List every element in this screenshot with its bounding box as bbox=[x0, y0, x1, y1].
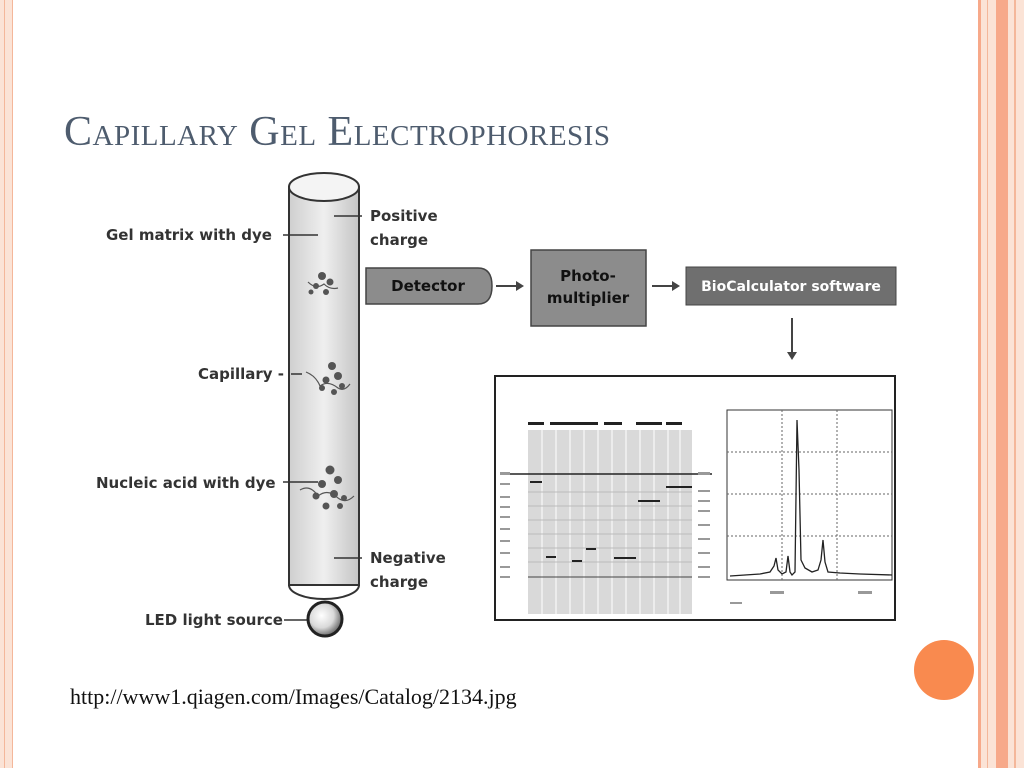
arrow-pm-to-software bbox=[652, 281, 680, 291]
biocalculator-label: BioCalculator software bbox=[701, 279, 881, 295]
slide-right-border bbox=[978, 0, 1024, 768]
led-light-icon bbox=[306, 600, 344, 638]
molecule-cluster-middle bbox=[305, 362, 351, 395]
label-negative-line1: Negative bbox=[370, 549, 446, 567]
electropherogram-plot bbox=[726, 409, 893, 604]
photomultiplier-label-line1: Photo- bbox=[560, 267, 616, 285]
slide-title: Capillary Gel Electrophoresis bbox=[64, 109, 611, 155]
molecule-cluster-bottom bbox=[299, 465, 355, 510]
molecule-cluster-top bbox=[307, 272, 339, 295]
photomultiplier-label-line2: multiplier bbox=[547, 289, 630, 307]
label-nucleic-acid: Nucleic acid with dye bbox=[96, 474, 276, 492]
image-source-caption: http://www1.qiagen.com/Images/Catalog/21… bbox=[70, 684, 517, 709]
slide-left-border bbox=[0, 0, 13, 768]
label-positive-line2: charge bbox=[370, 231, 428, 249]
output-panel bbox=[494, 375, 896, 621]
detector-box: Detector bbox=[365, 267, 493, 305]
photomultiplier-box: Photo- multiplier bbox=[530, 249, 647, 327]
gel-image bbox=[500, 422, 712, 614]
detector-label: Detector bbox=[391, 277, 465, 295]
arrow-down-to-output bbox=[787, 318, 797, 360]
label-capillary: Capillary - bbox=[198, 365, 284, 383]
decorative-orange-circle bbox=[914, 640, 974, 700]
label-gel-matrix: Gel matrix with dye bbox=[106, 226, 272, 244]
arrow-detector-to-pm bbox=[496, 281, 524, 291]
label-negative-line2: charge bbox=[370, 573, 428, 591]
biocalculator-box: BioCalculator software bbox=[685, 266, 897, 306]
label-led-source: LED light source bbox=[145, 611, 283, 629]
label-positive-line1: Positive bbox=[370, 207, 438, 225]
